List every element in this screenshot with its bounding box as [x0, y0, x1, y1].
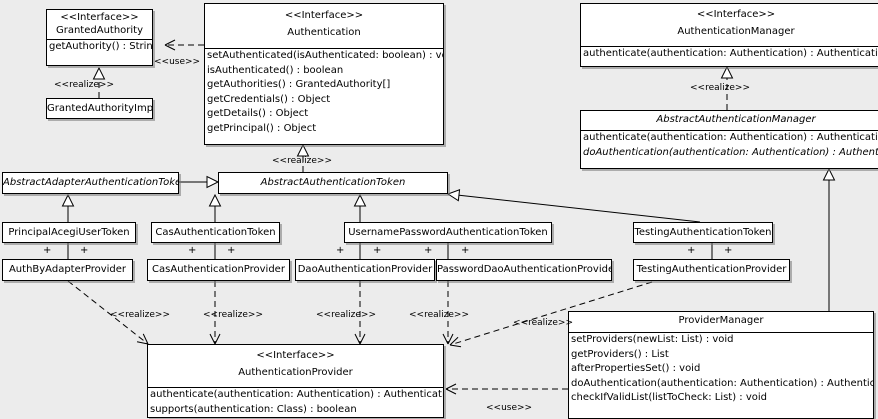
class-header: <<Interface>> AuthenticationProvider [148, 345, 443, 381]
class-authentication[interactable]: <<Interface>> Authentication setAuthenti… [204, 3, 444, 145]
class-name: CasAuthenticationProvider [152, 264, 285, 275]
class-name: AuthenticationProvider [238, 367, 353, 378]
class-testing-authentication-token[interactable]: TestingAuthenticationToken [633, 222, 773, 243]
member-compartment: setAuthenticated(isAuthenticated: boolea… [205, 48, 443, 136]
association-visibility-marker: + [80, 245, 89, 256]
class-auth-by-adapter-provider[interactable]: AuthByAdapterProvider [2, 259, 133, 281]
class-cas-authentication-token[interactable]: CasAuthenticationToken [151, 222, 280, 243]
class-principal-acegi-user-token[interactable]: PrincipalAcegiUserToken [2, 222, 136, 243]
edge-label-realize-testingauthenticationprovider: <<realize>> [513, 318, 573, 328]
class-name: CasAuthenticationToken [155, 227, 276, 238]
association-visibility-marker: + [373, 245, 382, 256]
class-username-password-authentication-token[interactable]: UsernamePasswordAuthenticationToken [344, 222, 552, 243]
edge-label-use-authentication-grantedauthority: <<use>> [154, 57, 201, 67]
class-name: GrantedAuthority [55, 25, 144, 36]
association-visibility-marker: + [424, 245, 433, 256]
class-member: authenticate(authentication: Authenticat… [583, 48, 878, 59]
member-compartment: authenticate(authentication: Authenticat… [148, 387, 443, 417]
stereotype-label: <<Interface>> [696, 9, 776, 20]
association-visibility-marker: + [724, 245, 733, 256]
class-password-dao-authentication-provider[interactable]: PasswordDaoAuthenticationProvider [436, 259, 612, 281]
class-member: checkIfValidList(listToCheck: List) : vo… [571, 392, 768, 403]
edge-label-use-providermanager-authenticationprovider: <<use>> [486, 403, 533, 413]
association-visibility-marker: + [336, 245, 345, 256]
class-member: doAuthentication(authentication: Authent… [571, 377, 874, 389]
class-member: getDetails() : Object [207, 108, 309, 119]
class-member: isAuthenticated() : boolean [207, 64, 344, 76]
class-name: TestingAuthenticationToken [634, 227, 772, 238]
class-name: PasswordDaoAuthenticationProvider [437, 264, 612, 275]
class-name: AuthenticationManager [677, 26, 795, 37]
class-member: getCredentials() : Object [207, 93, 331, 105]
stereotype-label: <<Interface>> [60, 12, 139, 23]
class-member: getPrincipal() : Object [207, 122, 317, 134]
association-visibility-marker: + [461, 245, 470, 256]
edge-label-realize-casauthenticationprovider: <<realize>> [203, 310, 263, 320]
class-abstract-authentication-token[interactable]: AbstractAuthenticationToken [218, 172, 448, 194]
class-header: <<Interface>> Authentication [205, 4, 443, 41]
class-header: AbstractAuthenticationManager [581, 111, 878, 128]
class-dao-authentication-provider[interactable]: DaoAuthenticationProvider [295, 259, 435, 281]
class-header: ProviderManager [569, 312, 873, 329]
class-abstract-adapter-authentication-token[interactable]: AbstractAdapterAuthenticationToken [2, 172, 179, 194]
class-name: TestingAuthenticationProvider [636, 264, 787, 275]
association-visibility-marker: + [188, 245, 197, 256]
class-authentication-manager[interactable]: <<Interface>> AuthenticationManager auth… [580, 3, 878, 67]
class-name: UsernamePasswordAuthenticationToken [348, 227, 548, 238]
edge-label-realize-daoauthenticationprovider: <<realize>> [316, 310, 376, 320]
class-member: setAuthenticated(isAuthenticated: boolea… [207, 50, 444, 61]
class-member: setProviders(newList: List) : void [571, 334, 734, 345]
class-member: authenticate(authentication: Authenticat… [583, 132, 878, 143]
class-name: PrincipalAcegiUserToken [8, 227, 130, 238]
edge-label-realize-passworddaoauthenticationprovider: <<realize>> [409, 310, 469, 320]
class-member: authenticate(authentication: Authenticat… [150, 389, 444, 400]
class-granted-authority[interactable]: <<Interface>> GrantedAuthority getAuthor… [46, 9, 153, 66]
class-name: AbstractAdapterAuthenticationToken [3, 177, 179, 188]
stereotype-label: <<Interface>> [256, 350, 335, 361]
class-abstract-authentication-manager[interactable]: AbstractAuthenticationManager authentica… [580, 110, 878, 169]
class-member: getAuthority() : String [49, 41, 153, 52]
edge-label-realize-grantedauthorityimpl: <<realize>> [54, 80, 114, 90]
class-name: AbstractAuthenticationManager [656, 114, 816, 125]
class-name: AuthByAdapterProvider [8, 264, 127, 275]
class-name: Authentication [287, 27, 361, 38]
class-testing-authentication-provider[interactable]: TestingAuthenticationProvider [633, 259, 790, 281]
association-visibility-marker: + [687, 245, 696, 256]
class-header: <<Interface>> GrantedAuthority [47, 10, 152, 39]
class-granted-authority-impl[interactable]: GrantedAuthorityImpl [46, 98, 153, 119]
edge-label-realize-abstractauthenticationmanager: <<realize>> [690, 83, 750, 93]
class-name: DaoAuthenticationProvider [297, 264, 433, 275]
stereotype-label: <<Interface>> [284, 10, 364, 21]
member-compartment: authenticate(authentication: Authenticat… [581, 46, 878, 62]
class-authentication-provider[interactable]: <<Interface>> AuthenticationProvider aut… [147, 344, 444, 418]
member-compartment: authenticate(authentication: Authenticat… [581, 130, 878, 160]
edge-label-realize-authbyadapterprovider: <<realize>> [110, 310, 170, 320]
association-visibility-marker: + [43, 245, 52, 256]
class-name: AbstractAuthenticationToken [260, 177, 406, 188]
association-visibility-marker: + [227, 245, 236, 256]
class-header: <<Interface>> AuthenticationManager [581, 4, 878, 40]
member-compartment: getAuthority() : String [47, 39, 152, 55]
class-member: doAuthentication(authentication: Authent… [583, 146, 878, 158]
class-member: getAuthorities() : GrantedAuthority[] [207, 79, 391, 90]
class-member: supports(authentication: Class) : boolea… [150, 403, 357, 415]
class-member: getProviders() : List [571, 348, 669, 360]
class-name: ProviderManager [678, 315, 764, 326]
edge-label-realize-abstractauthenticationtoken: <<realize>> [272, 156, 332, 166]
class-name: GrantedAuthorityImpl [47, 103, 153, 114]
class-cas-authentication-provider[interactable]: CasAuthenticationProvider [147, 259, 290, 281]
member-compartment: setProviders(newList: List) : void getPr… [569, 332, 873, 406]
class-member: afterPropertiesSet() : void [571, 363, 701, 374]
class-provider-manager[interactable]: ProviderManager setProviders(newList: Li… [568, 311, 874, 419]
